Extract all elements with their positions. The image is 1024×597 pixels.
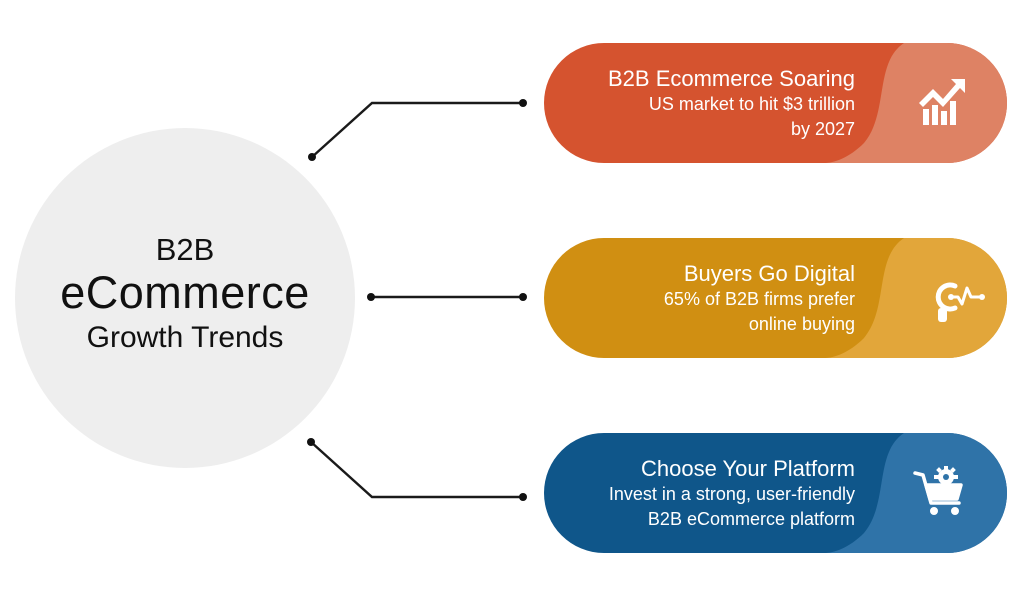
card-background xyxy=(544,43,1007,163)
card-desc-line2: by 2027 xyxy=(790,118,855,139)
card-desc-line1: 65% of B2B firms prefer xyxy=(663,288,855,309)
hub-title-line1: B2B xyxy=(155,232,215,267)
card-title: B2B Ecommerce Soaring xyxy=(608,65,855,91)
card-b2b-soaring: B2B Ecommerce Soaring US market to hit $… xyxy=(544,43,1007,163)
hub-title-line2: eCommerce xyxy=(60,267,310,318)
hub-circle: B2B eCommerce Growth Trends xyxy=(15,128,355,468)
cart-gear-icon xyxy=(913,466,963,515)
card-desc-line1: US market to hit $3 trillion xyxy=(648,93,855,114)
card-desc-line2: B2B eCommerce platform xyxy=(647,508,855,529)
growth-chart-icon xyxy=(919,79,965,125)
card-background xyxy=(544,238,1007,358)
card-choose-platform: Choose Your Platform Invest in a strong,… xyxy=(544,433,1007,553)
connector-top xyxy=(311,101,523,158)
digital-insight-icon xyxy=(935,282,985,322)
card-title: Choose Your Platform xyxy=(640,455,855,481)
card-title: Buyers Go Digital xyxy=(683,260,855,286)
card-desc-line2: online buying xyxy=(748,313,855,334)
hub-title-line3: Growth Trends xyxy=(86,321,284,354)
card-buyers-digital: Buyers Go Digital 65% of B2B firms prefe… xyxy=(544,238,1007,358)
card-desc-line1: Invest in a strong, user-friendly xyxy=(608,483,855,504)
connector-bottom xyxy=(310,441,523,499)
